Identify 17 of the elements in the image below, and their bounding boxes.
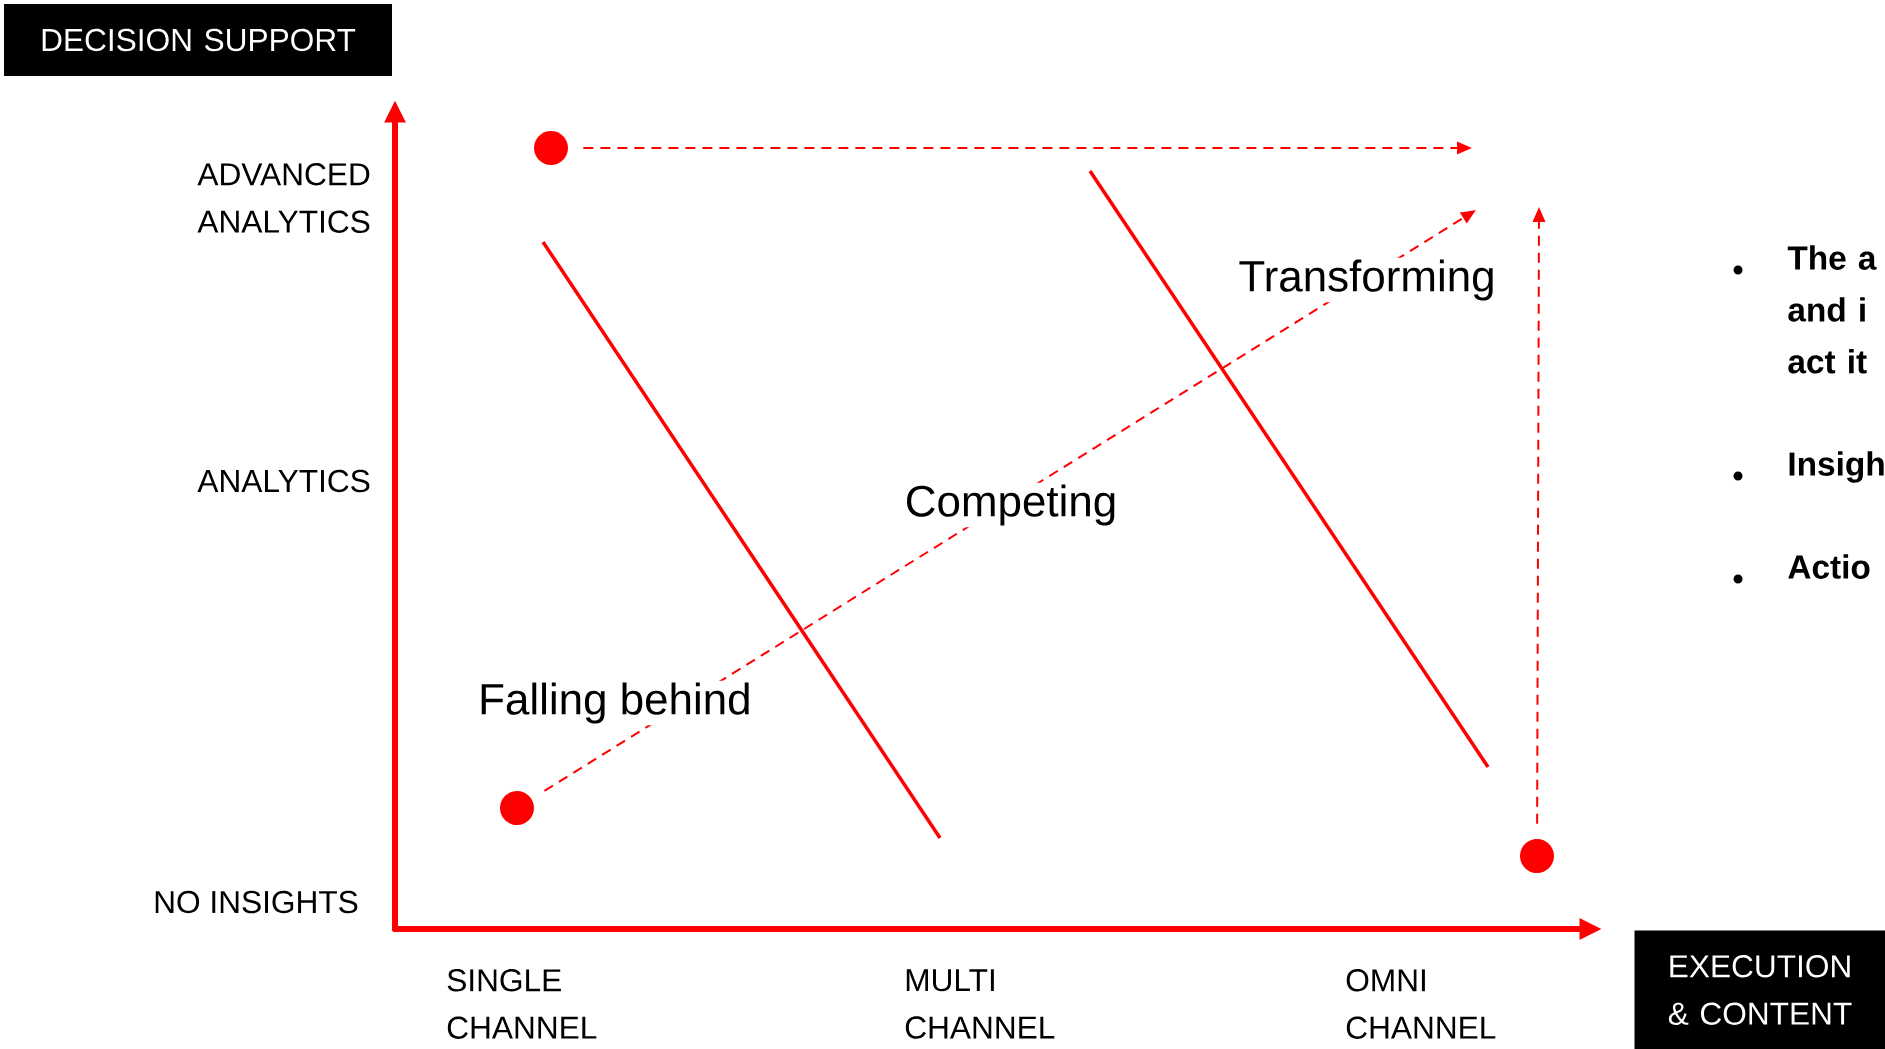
zone-label: Falling behind <box>476 680 754 726</box>
heading-box: EXECUTION & CONTENT <box>1634 930 1885 1049</box>
axis-label: SINGLE CHANNEL <box>447 969 597 1039</box>
axis-label: NO INSIGHTS <box>155 890 358 914</box>
axis-label: OMNI CHANNEL <box>1346 969 1496 1039</box>
bullet-text: Insigh <box>1789 451 1884 483</box>
dot <box>1520 839 1554 873</box>
axis-label: ANALYTICS <box>197 469 370 493</box>
bullet-text: Actio <box>1788 554 1870 579</box>
bullet-text: The a and i act it <box>1787 245 1877 374</box>
dot <box>534 131 568 165</box>
axis-label: ADVANCED ANALYTICS <box>197 163 370 233</box>
zone-label: Transforming <box>1236 257 1498 303</box>
axis-label: MULTI CHANNEL <box>905 969 1055 1039</box>
dot <box>500 791 534 825</box>
zone-label: Competing <box>903 482 1119 528</box>
heading-box: DECISION SUPPORT <box>4 4 392 76</box>
